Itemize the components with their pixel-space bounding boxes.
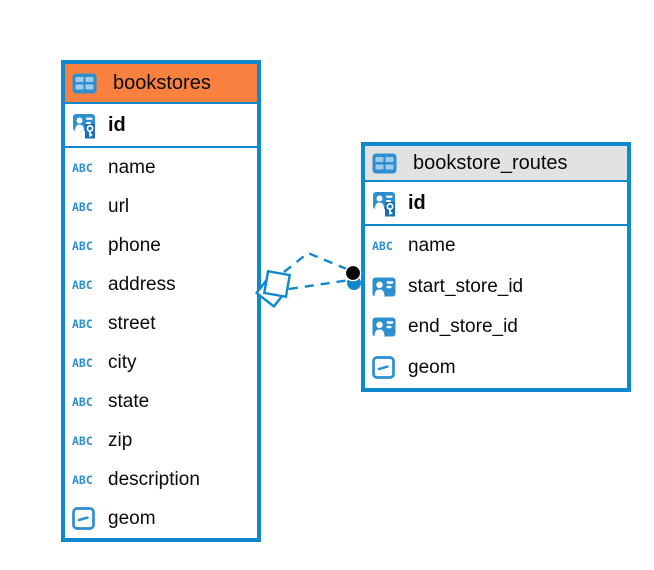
column-row-start_store_id[interactable]: start_store_id: [365, 267, 627, 308]
primary-key-icon: [72, 112, 104, 139]
relationship-edge[interactable]: [288, 278, 351, 291]
table-title: bookstore_routes: [413, 151, 568, 174]
table-header[interactable]: bookstores: [65, 64, 257, 104]
column-row-state[interactable]: ABC state: [65, 382, 257, 421]
table-header[interactable]: bookstore_routes: [365, 146, 627, 182]
column-name: id: [408, 191, 426, 214]
column-name: geom: [108, 507, 156, 529]
text-icon: ABC: [72, 160, 93, 175]
relationship-edge[interactable]: [283, 251, 350, 273]
text-icon: ABC: [72, 433, 93, 448]
column-row-id[interactable]: id: [365, 182, 627, 226]
column-name: id: [108, 113, 126, 136]
column-row-address[interactable]: ABC address: [65, 265, 257, 304]
relationship-endpoint-marker[interactable]: [344, 264, 362, 282]
text-icon: ABC: [72, 355, 93, 370]
column-name: name: [408, 235, 456, 257]
text-icon: ABC: [72, 277, 93, 292]
relationship-diamond-marker[interactable]: [262, 269, 292, 299]
column-name: start_store_id: [408, 275, 524, 297]
column-name: phone: [108, 234, 161, 256]
relationship-diamond-marker[interactable]: [254, 273, 290, 309]
column-name: description: [108, 468, 200, 490]
column-row-city[interactable]: ABC city: [65, 343, 257, 382]
geometry-icon: [372, 356, 404, 380]
column-name: street: [108, 312, 156, 334]
text-icon: ABC: [72, 199, 93, 214]
column-name: url: [108, 195, 130, 217]
column-row-name[interactable]: ABC name: [65, 148, 257, 187]
column-name: end_store_id: [408, 316, 518, 338]
table-icon: [72, 73, 104, 94]
reference-icon: [372, 277, 404, 297]
primary-key-icon: [372, 190, 404, 217]
table-icon: [372, 153, 404, 174]
relationship-endpoint-marker[interactable]: [347, 276, 361, 290]
column-row-end_store_id[interactable]: end_store_id: [365, 307, 627, 348]
column-row-phone[interactable]: ABC phone: [65, 226, 257, 265]
geometry-icon: [72, 507, 104, 530]
reference-icon: [372, 317, 404, 337]
column-name: address: [108, 273, 176, 295]
column-row-url[interactable]: ABC url: [65, 187, 257, 226]
text-icon: ABC: [72, 316, 93, 331]
text-icon: ABC: [72, 472, 93, 487]
column-name: name: [108, 156, 156, 178]
column-name: state: [108, 390, 150, 412]
column-name: city: [108, 351, 137, 373]
column-row-zip[interactable]: ABC zip: [65, 421, 257, 460]
column-row-description[interactable]: ABC description: [65, 460, 257, 499]
text-icon: ABC: [72, 238, 93, 253]
column-name: geom: [408, 356, 456, 378]
column-row-name[interactable]: ABC name: [365, 226, 627, 267]
column-row-street[interactable]: ABC street: [65, 304, 257, 343]
text-icon: ABC: [372, 239, 393, 254]
table-title: bookstores: [113, 71, 211, 94]
column-row-id[interactable]: id: [65, 104, 257, 148]
column-row-geom[interactable]: geom: [365, 348, 627, 389]
column-name: zip: [108, 429, 133, 451]
column-row-geom[interactable]: geom: [65, 499, 257, 538]
text-icon: ABC: [72, 394, 93, 409]
